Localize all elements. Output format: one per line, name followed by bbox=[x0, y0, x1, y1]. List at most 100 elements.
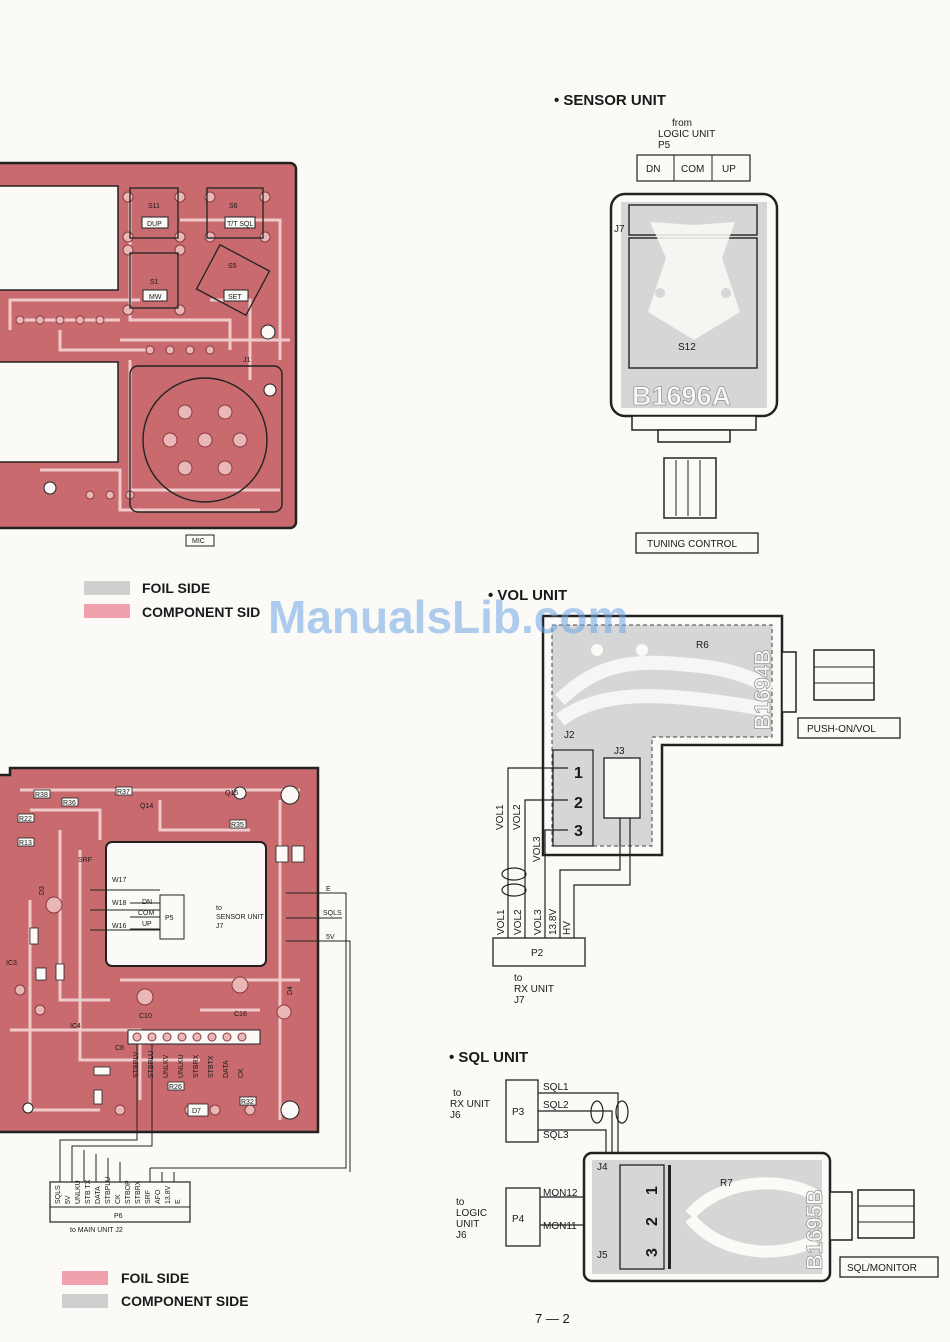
conn-pin-unlkv: UNLKV bbox=[163, 1054, 170, 1078]
sql-p3-wire-2: SQL2 bbox=[543, 1100, 569, 1111]
conn-pin-stbrx: STBRX bbox=[193, 1054, 200, 1078]
logic-board: R38 R36 R37 Q14 Q15 R35 R22 R13 D3 IC3 I… bbox=[0, 766, 351, 1234]
p6-pin-3: UNLKU bbox=[75, 1180, 82, 1204]
sql-unit-title: • SQL UNIT bbox=[449, 1049, 528, 1066]
p6-label: P6 bbox=[114, 1213, 123, 1220]
switch-label-tsql: T/T SQL bbox=[227, 221, 253, 228]
vol-r6-label: R6 bbox=[696, 640, 709, 651]
p6-pin-8: STBOP bbox=[125, 1180, 132, 1204]
ref-c8: C8 bbox=[115, 1045, 124, 1052]
ref-r37: R37 bbox=[117, 789, 130, 796]
sensor-from-line-1: from bbox=[672, 118, 692, 129]
sql-p4-to-1: to bbox=[456, 1197, 465, 1208]
w-label-w18: W18 bbox=[112, 900, 127, 907]
p6-pin-11: AFO bbox=[155, 1189, 162, 1204]
p6-pin-2: 5V bbox=[65, 1195, 72, 1204]
legend-label-component-bottom: COMPONENT SIDE bbox=[121, 1293, 249, 1309]
p6-pin-13: E bbox=[175, 1199, 182, 1204]
tuning-control-caption: TUNING CONTROL bbox=[647, 539, 737, 550]
ref-r36: R36 bbox=[63, 800, 76, 807]
vol-up-wire-1: VOL1 bbox=[495, 804, 506, 830]
sql-p4-wire-2: MON11 bbox=[543, 1221, 577, 1232]
ref-q14: Q14 bbox=[140, 803, 153, 810]
legend-label-component: COMPONENT SID bbox=[142, 604, 260, 620]
vol-caption: PUSH-ON/VOL bbox=[807, 724, 876, 735]
vol-j3-label: J3 bbox=[614, 746, 625, 757]
sql-p3-to-1: to bbox=[453, 1088, 462, 1099]
switch-ref-s11: S11 bbox=[148, 203, 160, 210]
conn-pin-stbtx: STBTX bbox=[208, 1055, 215, 1078]
sql-j4-label: J4 bbox=[597, 1162, 608, 1173]
legend-swatch-foil-bottom bbox=[62, 1271, 108, 1285]
sql-caption: SQL/MONITOR bbox=[847, 1263, 917, 1274]
p5-to-1: to bbox=[216, 905, 222, 912]
ref-r32: R32 bbox=[241, 1099, 254, 1106]
p5-to-3: J7 bbox=[216, 923, 224, 930]
conn-pin-ck: CK bbox=[238, 1068, 245, 1078]
conn-pin-unlku: UNLKU bbox=[178, 1054, 185, 1078]
vol-down-wire-5: HV bbox=[562, 921, 573, 935]
sql-p3-to-2: RX UNIT bbox=[450, 1099, 490, 1110]
ref-ic4: IC4 bbox=[70, 1023, 81, 1030]
sql-r7-label: R7 bbox=[720, 1178, 733, 1189]
vol-up-wire-3: VOL3 bbox=[532, 836, 543, 862]
sql-unit: • SQL UNIT P3 to RX UNIT J6 SQL1 SQL2 SQ… bbox=[449, 1049, 939, 1283]
vol-pin-2: 2 bbox=[574, 795, 583, 812]
w-label-srf: SRF bbox=[78, 857, 92, 864]
switch-ref-s6: S6 bbox=[229, 203, 238, 210]
sql-pin-3: 3 bbox=[644, 1248, 661, 1257]
mic-label: MIC bbox=[192, 538, 205, 545]
sql-j5-label: J5 bbox=[597, 1250, 608, 1261]
ref-d3: D3 bbox=[39, 886, 46, 895]
switch-label-set: SET bbox=[228, 294, 242, 301]
vol-unit-title: • VOL UNIT bbox=[488, 587, 567, 604]
ref-d4: D4 bbox=[287, 986, 294, 995]
ref-r35: R35 bbox=[231, 822, 244, 829]
top-board: S11 DUP S6 T/T SQL S1 MW S5 SET J1 MIC bbox=[0, 161, 298, 547]
ref-c10: C10 bbox=[139, 1013, 152, 1020]
sql-p3-to-3: J6 bbox=[450, 1110, 461, 1121]
vol-to-line-2: RX UNIT bbox=[514, 984, 554, 995]
vol-pin-1: 1 bbox=[574, 765, 583, 782]
side-wire-e: E bbox=[326, 886, 331, 893]
switch-ref-s5: S5 bbox=[228, 263, 237, 270]
p6-pin-10: SRF bbox=[145, 1190, 152, 1204]
p6-pin-6: STBPLU bbox=[105, 1177, 112, 1204]
p6-pin-1: SQLS bbox=[55, 1185, 62, 1204]
sql-p3-wire-1: SQL1 bbox=[543, 1082, 569, 1093]
sensor-unit-title: • SENSOR UNIT bbox=[554, 92, 666, 109]
legend-label-foil: FOIL SIDE bbox=[142, 580, 210, 596]
sql-pin-1: 1 bbox=[644, 1186, 661, 1195]
legend-swatch-foil bbox=[84, 581, 130, 595]
p5-to-2: SENSOR UNIT bbox=[216, 914, 265, 921]
vol-down-wire-3: VOL3 bbox=[533, 909, 544, 935]
conn-pin-data: DATA bbox=[223, 1060, 230, 1078]
p5-label: P5 bbox=[165, 915, 174, 922]
sql-p4-label: P4 bbox=[512, 1214, 525, 1225]
ref-r26: R26 bbox=[169, 1084, 182, 1091]
ref-d7: D7 bbox=[192, 1108, 201, 1115]
p6-to: to MAIN UNIT J2 bbox=[70, 1227, 123, 1234]
legend-swatch-component-bottom bbox=[62, 1294, 108, 1308]
legend-bottom: FOIL SIDE COMPONENT SIDE bbox=[62, 1270, 249, 1309]
sensor-from-line-3: P5 bbox=[658, 140, 671, 151]
sql-board-id: B1695B bbox=[802, 1189, 827, 1270]
vol-to-line-3: J7 bbox=[514, 995, 525, 1006]
p6-pin-9: STBRX bbox=[135, 1180, 142, 1204]
legend-top: FOIL SIDE COMPONENT SID bbox=[84, 580, 260, 620]
switch-ref-s1: S1 bbox=[150, 279, 159, 286]
sql-p4-to-3: UNIT bbox=[456, 1219, 479, 1230]
vol-p2-label: P2 bbox=[531, 948, 544, 959]
p5-pin-up: UP bbox=[142, 921, 152, 928]
legend-label-foil-bottom: FOIL SIDE bbox=[121, 1270, 189, 1286]
sensor-unit: • SENSOR UNIT from LOGIC UNIT P5 DN COM … bbox=[554, 92, 779, 554]
p5-pin-dn: DN bbox=[142, 899, 152, 906]
sql-p3-label: P3 bbox=[512, 1107, 525, 1118]
sensor-j7-label: J7 bbox=[614, 224, 625, 235]
p6-pin-5: DATA bbox=[95, 1186, 102, 1204]
ref-ic3: IC3 bbox=[6, 960, 17, 967]
switch-label-mw: MW bbox=[149, 294, 162, 301]
vol-up-wire-2: VOL2 bbox=[512, 804, 523, 830]
connector-pin-up: UP bbox=[722, 164, 736, 175]
vol-to-line-1: to bbox=[514, 973, 523, 984]
